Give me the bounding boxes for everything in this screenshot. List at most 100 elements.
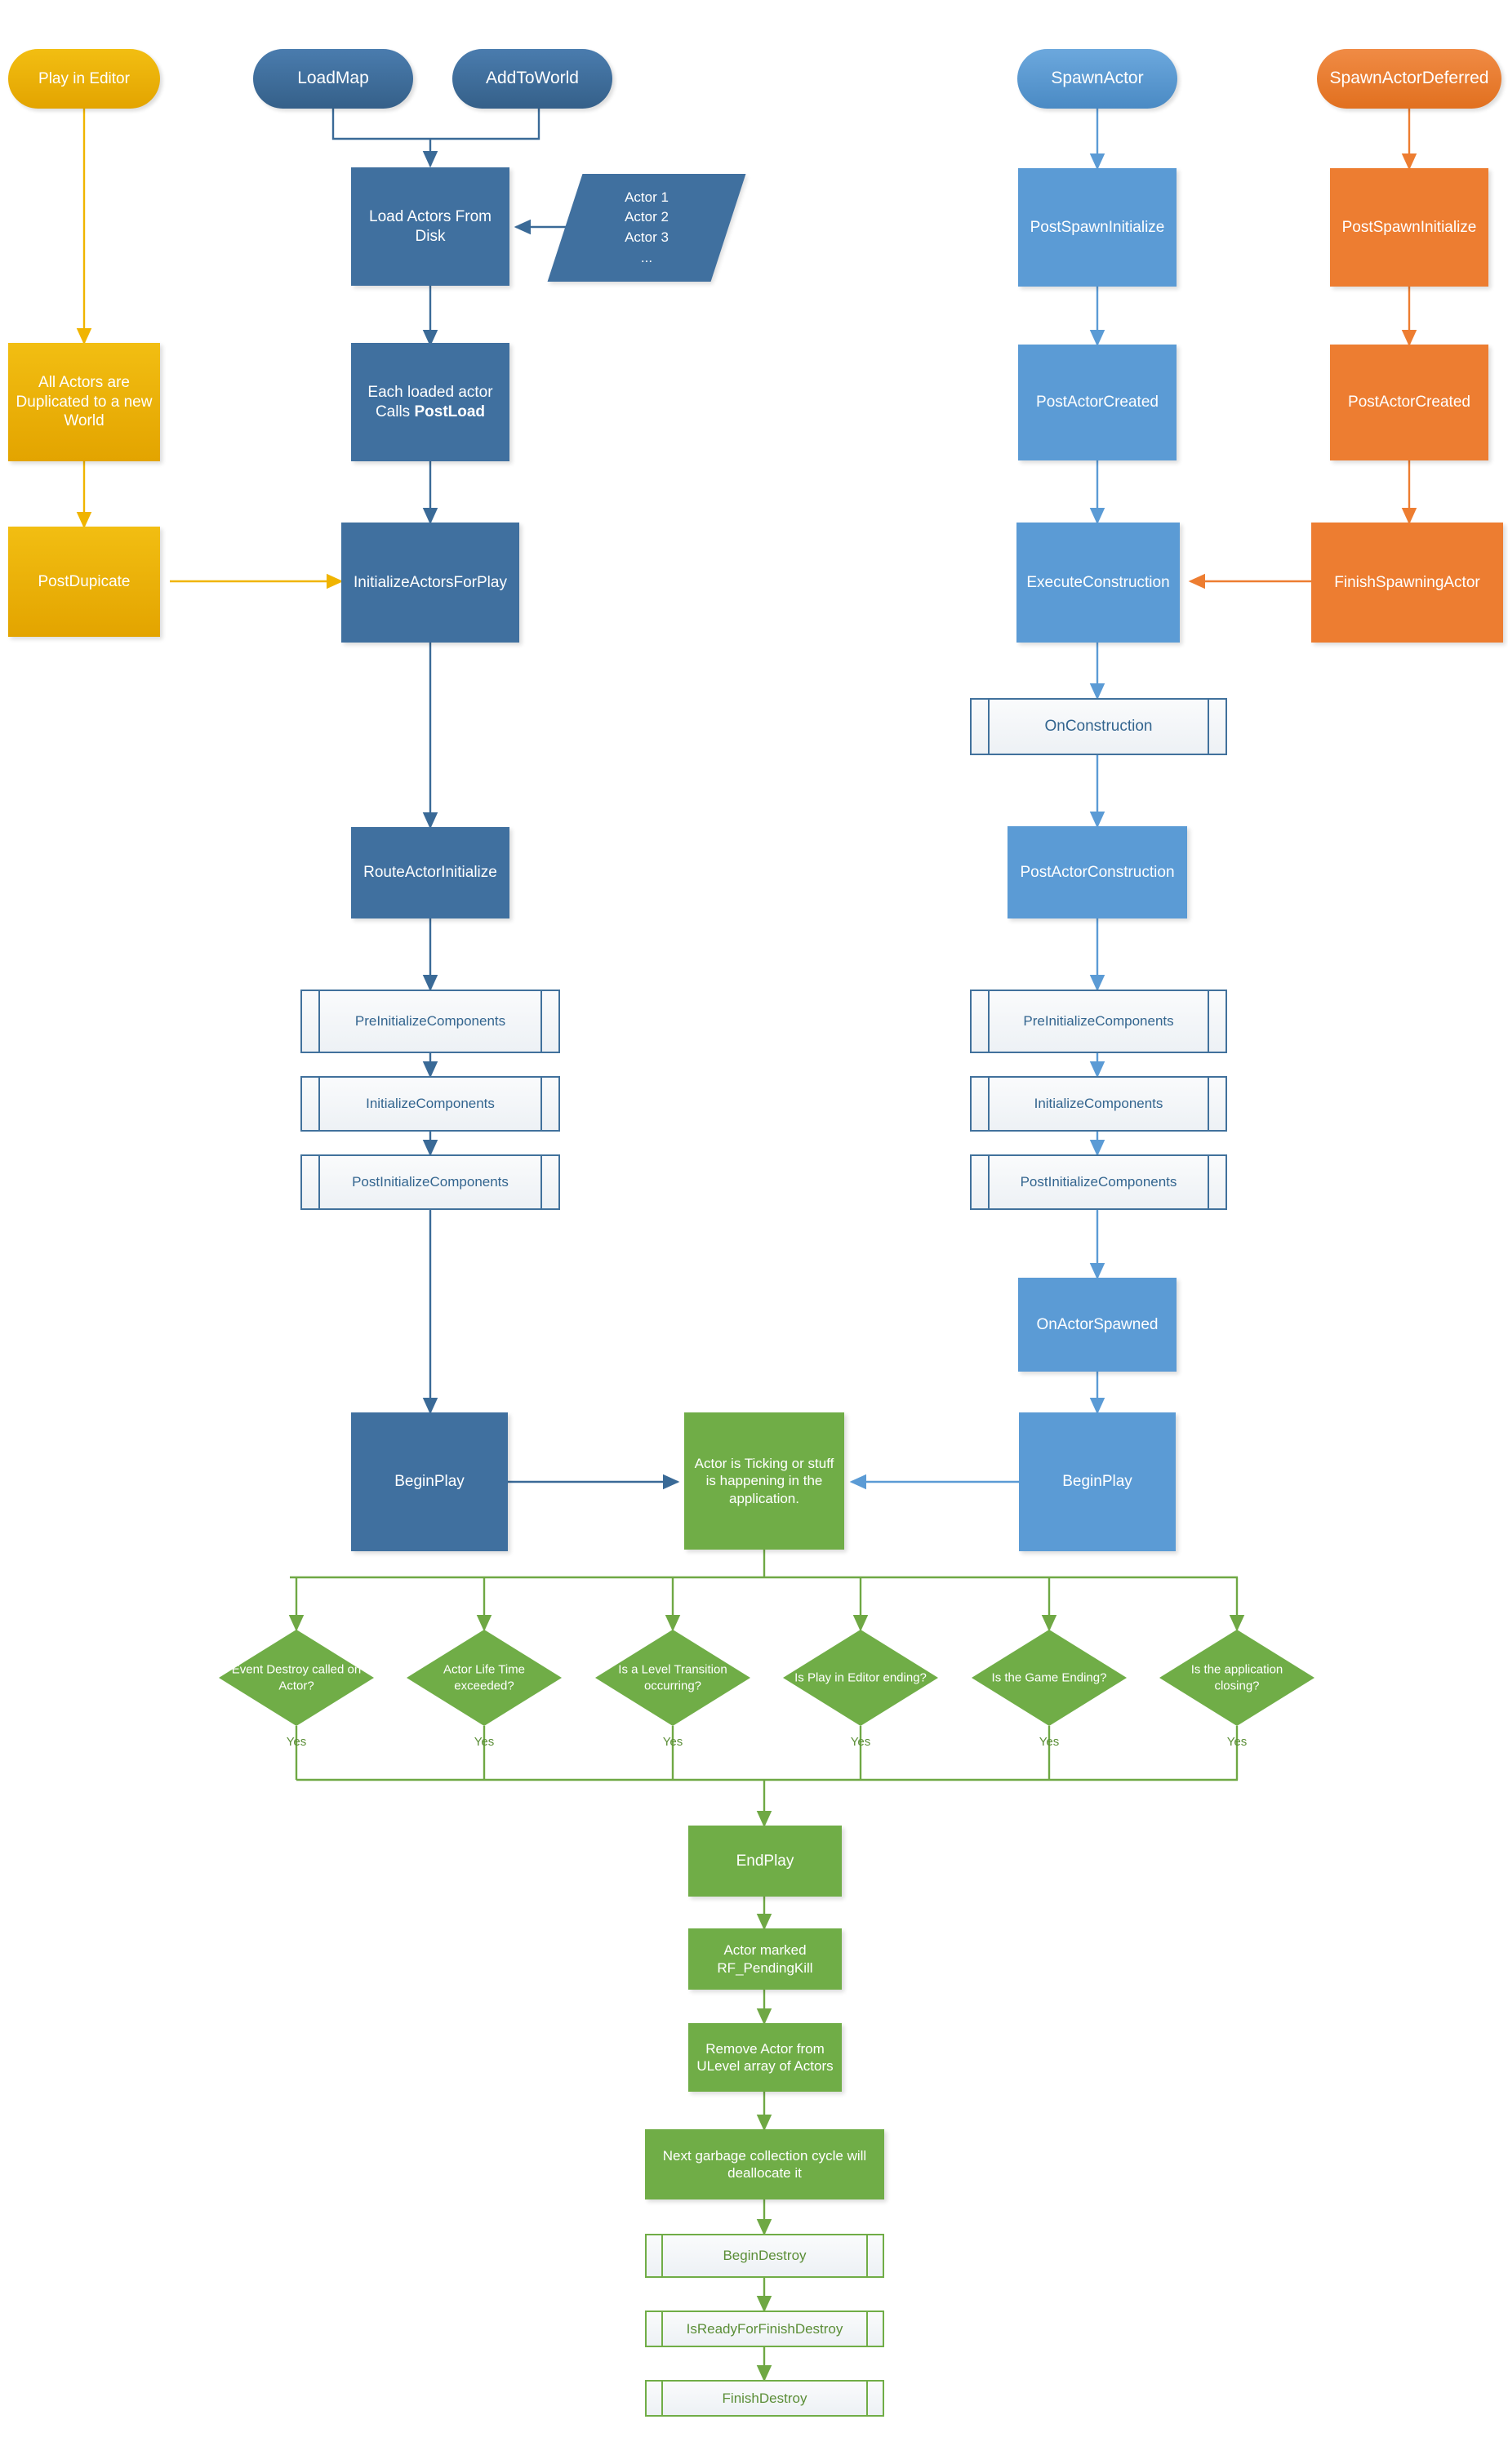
node-post-spawn-initialize-orange[interactable]: PostSpawnInitialize — [1330, 168, 1488, 287]
subprocess-right-bar — [540, 991, 542, 1052]
node-on-construction-label: OnConstruction — [1044, 718, 1153, 735]
actor-list-text: Actor 1 Actor 2 Actor 3 ... — [565, 174, 728, 282]
subprocess-left-bar — [988, 1156, 990, 1208]
node-actor-marked-pendingkill-label: Actor marked RF_PendingKill — [717, 1942, 813, 1976]
node-all-actors-duplicated[interactable]: All Actors are Duplicated to a new World — [8, 343, 160, 461]
decision-game-ending[interactable]: Is the Game Ending? — [972, 1630, 1127, 1726]
node-post-initialize-components-left[interactable]: PostInitializeComponents — [300, 1154, 560, 1210]
node-post-initialize-components-right-label: PostInitializeComponents — [1020, 1174, 1177, 1190]
node-on-actor-spawned-label: OnActorSpawned — [1036, 1315, 1159, 1333]
node-finish-spawning-actor[interactable]: FinishSpawningActor — [1311, 523, 1503, 643]
node-on-actor-spawned[interactable]: OnActorSpawned — [1018, 1278, 1177, 1372]
node-post-spawn-initialize-blue-label: PostSpawnInitialize — [1030, 218, 1165, 236]
node-begin-destroy[interactable]: BeginDestroy — [645, 2234, 884, 2278]
actor-list-item-2: Actor 2 — [625, 209, 669, 225]
node-begin-play-left[interactable]: BeginPlay — [351, 1412, 508, 1551]
each-loaded-actor-prefix: Each loaded actor Calls — [367, 383, 493, 420]
node-route-actor-initialize-label: RouteActorInitialize — [363, 864, 497, 882]
node-end-play-label: EndPlay — [736, 1852, 794, 1870]
node-add-to-world[interactable]: AddToWorld — [452, 49, 612, 109]
node-begin-play-left-label: BeginPlay — [394, 1473, 465, 1491]
subprocess-left-bar — [661, 2382, 663, 2415]
decision-event-destroy[interactable]: Event Destroy called on Actor? — [219, 1630, 374, 1726]
node-spawn-actor[interactable]: SpawnActor — [1017, 49, 1177, 109]
node-end-play[interactable]: EndPlay — [688, 1826, 842, 1897]
node-is-ready-for-finish-destroy-label: IsReadyForFinishDestroy — [686, 2320, 843, 2337]
node-post-actor-created-orange-label: PostActorCreated — [1348, 394, 1470, 411]
node-finish-spawning-actor-label: FinishSpawningActor — [1334, 573, 1480, 591]
node-each-loaded-actor-label: Each loaded actor Calls PostLoad — [351, 383, 509, 422]
node-next-gc-cycle[interactable]: Next garbage collection cycle will deall… — [645, 2129, 884, 2199]
node-post-actor-construction[interactable]: PostActorConstruction — [1008, 826, 1187, 918]
node-begin-play-right[interactable]: BeginPlay — [1019, 1412, 1176, 1551]
subprocess-left-bar — [318, 1156, 320, 1208]
node-initialize-components-right-label: InitializeComponents — [1034, 1096, 1163, 1111]
node-remove-actor-from-ulevel[interactable]: Remove Actor from ULevel array of Actors — [688, 2023, 842, 2092]
node-post-spawn-initialize-orange-label: PostSpawnInitialize — [1341, 218, 1477, 236]
node-actor-is-ticking-label: Actor is Ticking or stuff is happening i… — [694, 1456, 834, 1506]
decision-level-transition-label: Is a Level Transition occurring? — [618, 1662, 727, 1693]
subprocess-left-bar — [988, 700, 990, 754]
node-post-initialize-components-right[interactable]: PostInitializeComponents — [970, 1154, 1227, 1210]
node-load-actors-from-disk[interactable]: Load Actors From Disk — [351, 167, 509, 286]
node-post-spawn-initialize-blue[interactable]: PostSpawnInitialize — [1018, 168, 1177, 287]
decision-actor-life-time[interactable]: Actor Life Time exceeded? — [407, 1630, 562, 1726]
edge-label-yes-6: Yes — [1226, 1735, 1248, 1749]
node-all-actors-duplicated-label: All Actors are Duplicated to a new World — [16, 373, 153, 430]
node-actor-list[interactable]: Actor 1 Actor 2 Actor 3 ... — [547, 174, 746, 282]
decision-application-closing-label: Is the application closing? — [1190, 1662, 1283, 1693]
subprocess-left-bar — [988, 991, 990, 1052]
node-initialize-actors-for-play-label: InitializeActorsForPlay — [354, 573, 507, 591]
node-finish-destroy[interactable]: FinishDestroy — [645, 2380, 884, 2417]
node-is-ready-for-finish-destroy[interactable]: IsReadyForFinishDestroy — [645, 2311, 884, 2347]
actor-list-item-ellipsis: ... — [640, 249, 653, 265]
node-spawn-actor-deferred-label: SpawnActorDeferred — [1329, 69, 1489, 88]
node-post-actor-construction-label: PostActorConstruction — [1020, 863, 1175, 881]
node-load-actors-from-disk-label: Load Actors From Disk — [369, 207, 492, 245]
node-post-actor-created-blue-label: PostActorCreated — [1036, 394, 1159, 411]
node-initialize-actors-for-play[interactable]: InitializeActorsForPlay — [341, 523, 519, 643]
each-loaded-actor-bold: PostLoad — [414, 403, 486, 420]
edge-label-yes-2: Yes — [474, 1735, 495, 1749]
node-each-loaded-actor[interactable]: Each loaded actor Calls PostLoad — [351, 343, 509, 461]
node-spawn-actor-deferred[interactable]: SpawnActorDeferred — [1317, 49, 1501, 109]
subprocess-left-bar — [988, 1078, 990, 1130]
node-begin-play-right-label: BeginPlay — [1062, 1473, 1132, 1491]
node-load-map[interactable]: LoadMap — [253, 49, 413, 109]
node-execute-construction[interactable]: ExecuteConstruction — [1016, 523, 1180, 643]
node-play-in-editor[interactable]: Play in Editor — [8, 49, 160, 109]
node-initialize-components-right[interactable]: InitializeComponents — [970, 1076, 1227, 1132]
node-post-initialize-components-left-label: PostInitializeComponents — [352, 1174, 509, 1190]
node-on-construction[interactable]: OnConstruction — [970, 698, 1227, 755]
node-pre-initialize-components-right[interactable]: PreInitializeComponents — [970, 990, 1227, 1053]
edge-label-yes-3: Yes — [662, 1735, 683, 1749]
node-pre-initialize-components-left-label: PreInitializeComponents — [354, 1013, 506, 1029]
node-actor-is-ticking[interactable]: Actor is Ticking or stuff is happening i… — [684, 1412, 844, 1550]
node-begin-destroy-label: BeginDestroy — [723, 2248, 807, 2263]
decision-application-closing[interactable]: Is the application closing? — [1159, 1630, 1314, 1726]
subprocess-right-bar — [866, 2382, 868, 2415]
decision-game-ending-label: Is the Game Ending? — [991, 1670, 1107, 1685]
node-actor-marked-pendingkill[interactable]: Actor marked RF_PendingKill — [688, 1928, 842, 1990]
subprocess-left-bar — [661, 2235, 663, 2276]
node-post-actor-created-orange[interactable]: PostActorCreated — [1330, 345, 1488, 460]
decision-level-transition[interactable]: Is a Level Transition occurring? — [595, 1630, 750, 1726]
node-initialize-components-left[interactable]: InitializeComponents — [300, 1076, 560, 1132]
edge-label-yes-5: Yes — [1039, 1735, 1060, 1749]
node-finish-destroy-label: FinishDestroy — [722, 2390, 807, 2406]
decision-event-destroy-label: Event Destroy called on Actor? — [231, 1662, 362, 1693]
decision-play-in-editor-ending[interactable]: Is Play in Editor ending? — [783, 1630, 938, 1726]
edge-label-yes-1: Yes — [286, 1735, 307, 1749]
subprocess-right-bar — [1208, 1156, 1209, 1208]
actor-list-item-3: Actor 3 — [625, 229, 669, 245]
decision-play-in-editor-ending-label: Is Play in Editor ending? — [794, 1670, 927, 1685]
node-pre-initialize-components-left[interactable]: PreInitializeComponents — [300, 990, 560, 1053]
node-route-actor-initialize[interactable]: RouteActorInitialize — [351, 827, 509, 918]
node-post-duplicate[interactable]: PostDupicate — [8, 527, 160, 637]
node-post-actor-created-blue[interactable]: PostActorCreated — [1018, 345, 1177, 460]
subprocess-right-bar — [540, 1078, 542, 1130]
node-post-duplicate-label: PostDupicate — [38, 572, 131, 590]
node-spawn-actor-label: SpawnActor — [1051, 69, 1144, 88]
